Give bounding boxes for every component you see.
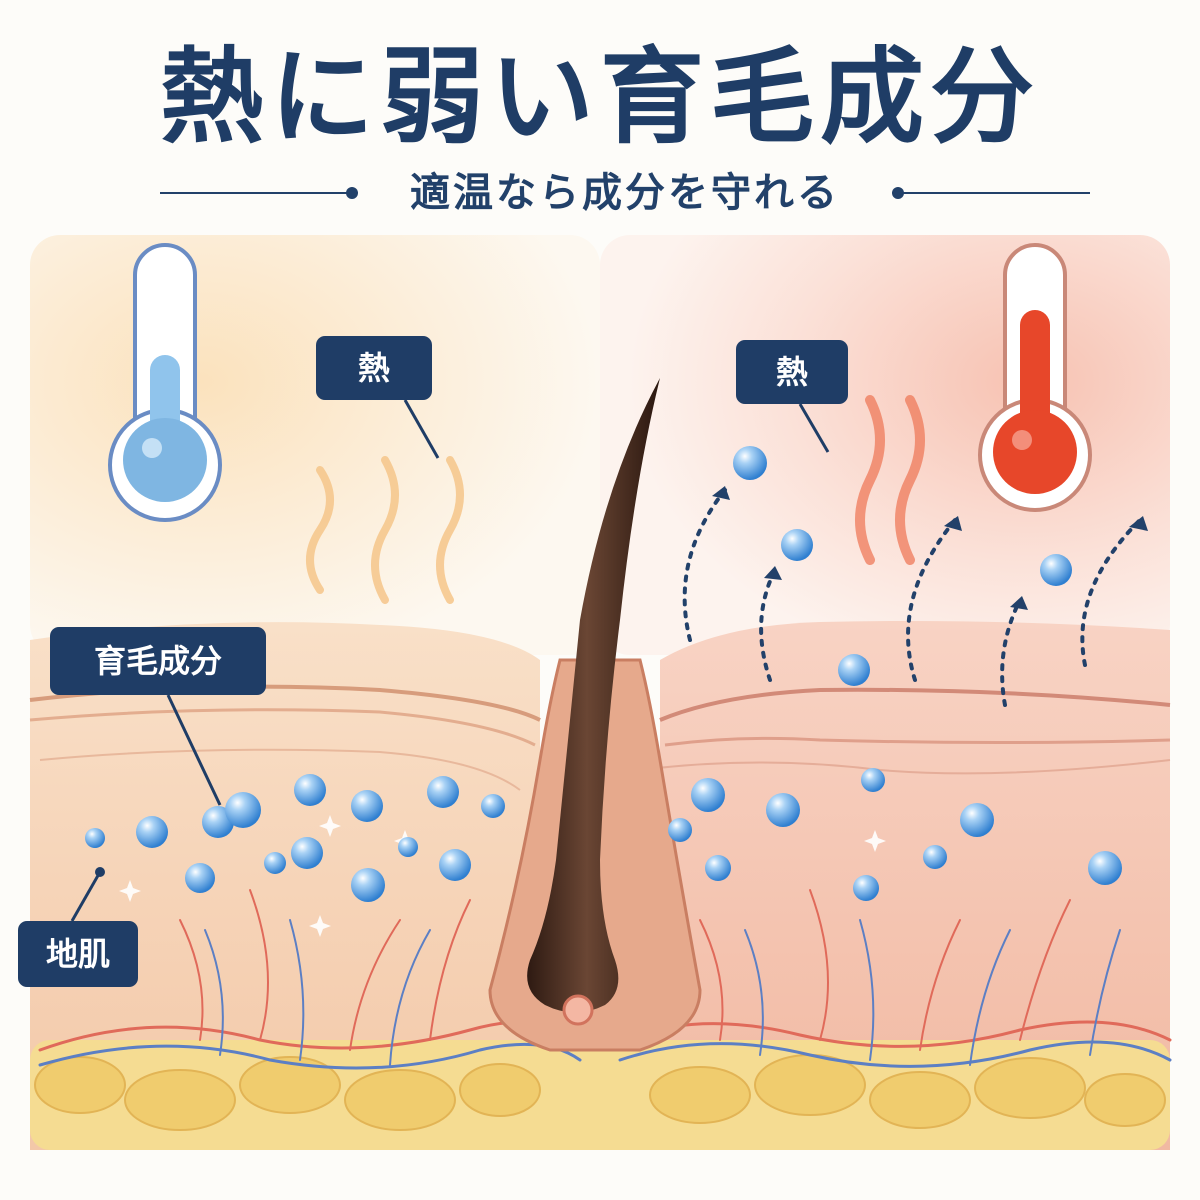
subtitle-divider-left [160,192,350,194]
heat-wave-icon [306,456,464,604]
page-subtitle: 適温なら成分を守れる [410,170,840,216]
ingredient-bubble-icon [398,837,418,857]
ingredient-bubble-icon [136,816,168,848]
ingredient-bubble-icon [291,837,323,869]
ingredient-bubble-icon [1040,554,1072,586]
scalp-label: 地肌 [18,921,138,987]
escape-arrowheads [712,486,1148,610]
ingredient-bubble-icon [838,654,870,686]
subtitle-row: 適温なら成分を守れる [160,168,1090,218]
scalp-pointer-dot [95,867,105,877]
ingredient-bubble-icon [781,529,813,561]
thermometer-hot-icon [978,243,1092,512]
subtitle-dot-right [892,187,904,199]
subtitle-dot-left [346,187,358,199]
ingredient-bubble-icon [185,863,215,893]
dermal-papilla [562,994,594,1026]
escape-arrow-icon [682,488,1142,707]
heat-label-left: 熱 [316,336,432,400]
hair-strand-icon [527,378,660,1013]
ingredient-bubble-icon [439,849,471,881]
ingredient-bubble-icon [225,792,261,828]
ingredient-bubble-icon [481,794,505,818]
ingredient-bubble-icon [705,855,731,881]
page-title: 熱に弱い育毛成分 [159,36,1040,158]
ingredient-bubble-icon [85,828,105,848]
label-leaders [70,399,830,922]
ingredient-bubble-icon [733,446,767,480]
ingredient-bubble-icon [766,793,800,827]
ingredient-bubbles [85,446,1122,902]
ingredient-bubble-icon [691,778,725,812]
skin-section-right [639,621,1171,1150]
ingredient-bubble-icon [960,803,994,837]
ingredient-bubble-icon [351,790,383,822]
ingredient-bubble-icon [264,852,286,874]
ingredient-bubble-icon [1088,851,1122,885]
ingredient-bubble-icon [923,845,947,869]
heat-label-right: 熱 [736,340,848,404]
ingredient-bubble-icon [853,875,879,901]
ingredient-label: 育毛成分 [50,627,266,695]
ingredient-bubble-icon [351,868,385,902]
ingredient-bubble-icon [861,768,885,792]
ingredient-bubble-icon [668,818,692,842]
ingredient-bubble-icon [294,774,326,806]
thermometer-cool-icon [108,243,222,522]
subtitle-divider-right [900,192,1090,194]
ingredient-bubble-icon [427,776,459,808]
heat-wave-icon-hot [855,395,925,565]
